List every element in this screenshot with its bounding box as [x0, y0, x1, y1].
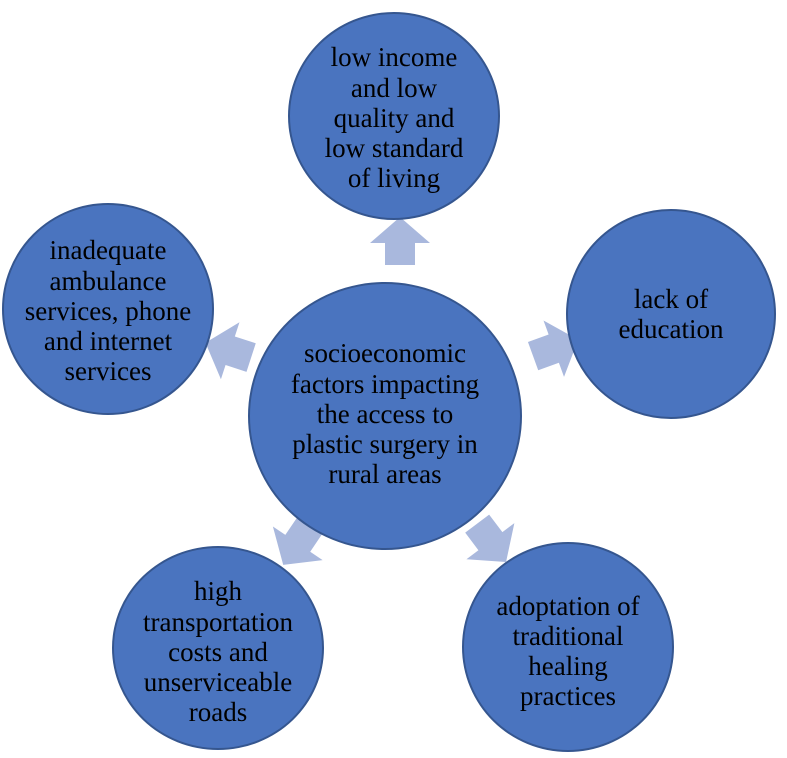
left-node: inadequate ambulance services, phone and…: [2, 203, 214, 415]
bottom-right-node-label: adoptation of traditional healing practi…: [496, 590, 640, 712]
top-node-label: low income and low quality and low stand…: [324, 42, 464, 194]
arrow-to-top: [370, 217, 430, 265]
bottom-left-node-label: high transportation costs and unservicea…: [143, 576, 293, 728]
arrow-to-bottom-right: [465, 514, 515, 562]
right-node-label: lack of education: [618, 283, 724, 344]
bottom-left-node: high transportation costs and unservicea…: [112, 546, 324, 750]
left-node-label: inadequate ambulance services, phone and…: [24, 235, 192, 387]
arrow-to-left: [205, 322, 256, 380]
arrow-to-right: [527, 320, 579, 377]
top-node: low income and low quality and low stand…: [288, 12, 500, 220]
center-node: socioeconomic factors impacting the acce…: [248, 282, 522, 550]
center-node-label: socioeconomic factors impacting the acce…: [290, 338, 480, 490]
bottom-right-node: adoptation of traditional healing practi…: [462, 542, 674, 752]
right-node: lack of education: [566, 209, 776, 419]
